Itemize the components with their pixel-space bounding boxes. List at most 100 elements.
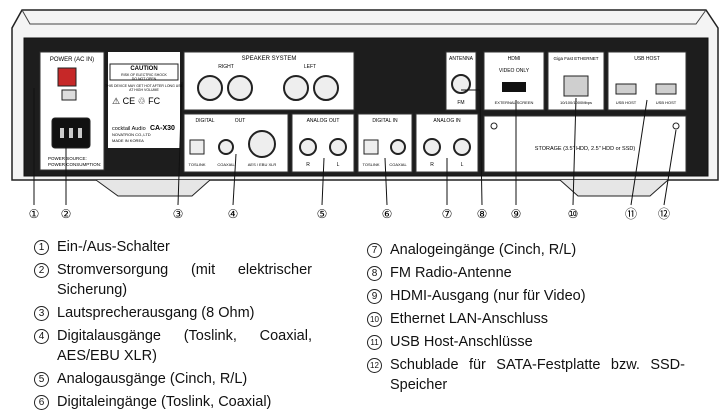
legend-text: HDMI-Ausgang (nur für Video) <box>390 288 586 304</box>
power-consumption-label: POWER CONSUMPTION: <box>48 162 101 167</box>
callout-7: ⑦ <box>442 207 453 221</box>
legend-number: 4 <box>34 329 49 344</box>
fuse-holder <box>61 89 77 101</box>
out-label: OUT <box>235 118 246 124</box>
legend-number: 8 <box>367 266 382 281</box>
speaker-right-label: RIGHT <box>218 64 234 70</box>
callout-9: ⑨ <box>511 207 522 221</box>
maker-label: NOVATRON CO.,LTD <box>112 132 151 137</box>
hdmi-label: HDMI <box>508 56 521 62</box>
xlr-out-port <box>248 130 276 158</box>
caution-text-1: RISK OF ELECTRIC SHOCK <box>121 73 167 77</box>
legend-text: Digitalausgänge (Toslink, Coaxial, AES/E… <box>57 328 312 364</box>
legend-number: 11 <box>367 335 382 350</box>
legend-left-column: 1 Ein-/Aus-Schalter 2 Stromversorgung (mit… <box>32 237 312 415</box>
storage-label: STORAGE (3.5" HDD, 2.5" HDD or SSD) <box>535 146 636 152</box>
caution-title: CAUTION <box>130 66 157 72</box>
legend-text: Ethernet LAN-Anschluss <box>390 311 548 327</box>
legend-item: 1 Ein-/Aus-Schalter <box>32 237 312 257</box>
digital-out-label: DIGITAL <box>195 118 214 124</box>
legend-number: 2 <box>34 263 49 278</box>
coaxial-in-port <box>390 139 406 155</box>
legend-number: 1 <box>34 240 49 255</box>
power-source-label: POWER SOURCE: <box>48 156 87 161</box>
legend-text: Stromversorgung (mit elektrischer Sicher… <box>57 262 312 298</box>
right-foot <box>559 179 669 197</box>
analog-in-r-jack <box>423 138 441 156</box>
ethernet-port <box>563 75 589 97</box>
toslink-out-port <box>189 139 205 155</box>
certification-marks: ⚠ CE ♲ FC <box>112 96 161 106</box>
brand-label: cocktail Audio <box>112 126 146 132</box>
external-screen-label: EXTERNAL SCREEN <box>495 100 534 105</box>
ac-inlet-pin <box>78 128 82 138</box>
analog-out-r-jack <box>299 138 317 156</box>
callout-2: ② <box>61 207 72 221</box>
drawer-screw <box>490 122 498 130</box>
analog-out-r-label: R <box>306 162 310 168</box>
callout-11: ⑪ <box>625 207 637 221</box>
analog-in-l-label: L <box>461 162 464 168</box>
analog-out-label: ANALOG OUT <box>307 118 340 124</box>
speaker-terminal <box>227 75 253 101</box>
ethernet-label: Giga Fast ETHERNET <box>553 56 598 61</box>
legend-text: Lautsprecherausgang (8 Ohm) <box>57 305 255 321</box>
hdmi-port <box>502 82 526 92</box>
callout-12: ⑫ <box>658 207 670 221</box>
legend-item: 9 HDMI-Ausgang (nur für Video) <box>365 286 685 306</box>
legend-text: Analogausgänge (Cinch, R/L) <box>57 371 248 387</box>
speaker-left-label: LEFT <box>304 64 316 70</box>
legend-text: Analogeingänge (Cinch, R/L) <box>390 242 577 258</box>
callout-3: ③ <box>173 207 184 221</box>
legend-item: 4 Digitalausgänge (Toslink, Coaxial, AES/… <box>32 326 312 366</box>
caution-label <box>109 63 179 81</box>
legend-number: 5 <box>34 372 49 387</box>
ac-inlet-pin <box>60 128 64 138</box>
analog-in-label: ANALOG IN <box>433 118 461 124</box>
caution-text-4: AT HIGH VOLUME <box>129 88 159 92</box>
analog-in-l-jack <box>453 138 471 156</box>
legend-item: 3 Lautsprecherausgang (8 Ohm) <box>32 303 312 323</box>
digital-in-label: DIGITAL IN <box>372 118 398 124</box>
legend-text: FM Radio-Antenne <box>390 265 512 281</box>
legend-number: 7 <box>367 243 382 258</box>
left-foot <box>95 179 211 197</box>
made-in-label: MADE IN KOREA <box>112 138 144 143</box>
legend-item: 2 Stromversorgung (mit elektrischer Siche… <box>32 260 312 300</box>
usb-host-port-label: USB HOST <box>616 100 637 105</box>
legend-number: 6 <box>34 395 49 410</box>
callout-4: ④ <box>228 207 239 221</box>
rear-panel-diagram: POWER (AC IN) POWER SOURCE: POWER CONSUM… <box>11 9 719 221</box>
legend-number: 3 <box>34 306 49 321</box>
coaxial-in-label: COAXIAL <box>389 162 407 167</box>
toslink-in-port <box>363 139 379 155</box>
callout-5: ⑤ <box>317 207 328 221</box>
speaker-terminal <box>197 75 223 101</box>
speaker-terminal <box>283 75 309 101</box>
fm-label: FM <box>457 100 464 106</box>
toslink-label: TOSLINK <box>188 162 205 167</box>
aes-label: AES / EBU XLR <box>248 162 277 167</box>
legend-number: 9 <box>367 289 382 304</box>
power-switch <box>57 67 77 87</box>
fm-antenna-jack <box>451 74 471 94</box>
storage-drawer <box>483 115 687 173</box>
usb-port <box>615 83 637 95</box>
callout-6: ⑥ <box>382 207 393 221</box>
legend-text: Digitaleingänge (Toslink, Coaxial) <box>57 394 272 410</box>
chassis-top-edge <box>21 9 707 25</box>
legend-item: 6 Digitaleingänge (Toslink, Coaxial) <box>32 392 312 412</box>
leader-lines <box>33 81 677 206</box>
speaker-terminal <box>313 75 339 101</box>
legend-right-column: 7 Analogeingänge (Cinch, R/L) 8 FM Radio-A… <box>365 240 685 398</box>
caution-text-2: DO NOT OPEN <box>132 77 157 81</box>
coaxial-label: COAXIAL <box>217 162 235 167</box>
video-only-label: VIDEO ONLY <box>499 68 530 74</box>
callout-8: ⑧ <box>477 207 488 221</box>
callout-1: ① <box>29 207 40 221</box>
legend-text: Ein-/Aus-Schalter <box>57 239 170 255</box>
analog-out-l-label: L <box>337 162 340 168</box>
